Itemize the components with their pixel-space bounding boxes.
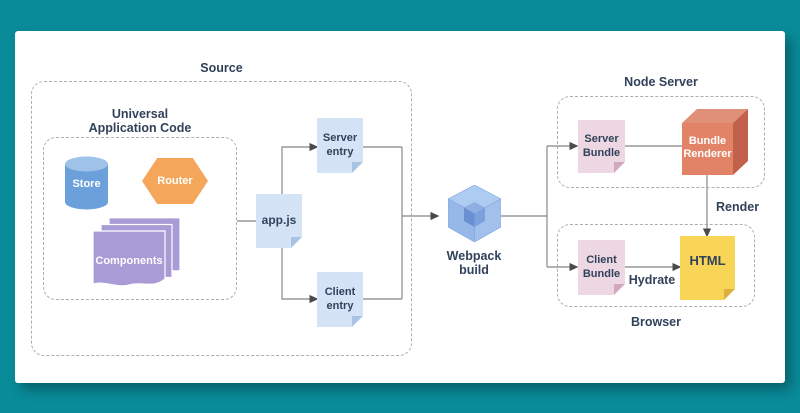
browser-group-box: [557, 224, 755, 307]
render-edge-label: Render: [716, 200, 760, 214]
hydrate-edge-label: Hydrate: [628, 273, 676, 287]
node-server-group-label: Node Server: [624, 75, 698, 89]
server-bundle-node: Server Bundle: [578, 120, 625, 173]
server-entry-label: Server entry: [322, 132, 358, 158]
universal-app-code-box: [43, 137, 237, 300]
universal-app-code-label: Universal Application Code: [88, 107, 192, 135]
node-server-group-box: [557, 96, 765, 188]
store-node: Store: [65, 156, 108, 210]
appjs-node: app.js: [256, 194, 302, 248]
bundle-renderer-node: Bundle Renderer: [682, 109, 748, 175]
components-stack-icon: [93, 217, 181, 287]
server-bundle-label: Server Bundle: [582, 133, 621, 159]
store-label: Store: [72, 178, 101, 190]
components-node: Components: [93, 217, 181, 287]
browser-group-label: Browser: [630, 315, 682, 329]
webpack-cube-icon: [448, 185, 501, 242]
router-node: Router: [142, 158, 208, 204]
html-node: HTML: [680, 236, 735, 300]
html-label: HTML: [689, 253, 726, 268]
client-bundle-node: Client Bundle: [578, 240, 625, 295]
webpack-node: [448, 185, 501, 242]
client-entry-node: Client entry: [317, 272, 363, 327]
source-group-box: [31, 81, 412, 356]
appjs-label: app.js: [261, 213, 297, 227]
server-entry-node: Server entry: [317, 118, 363, 173]
client-bundle-label: Client Bundle: [582, 254, 621, 280]
source-group-label: Source: [200, 61, 243, 75]
router-label: Router: [157, 175, 193, 187]
bundle-renderer-cube-icon: [682, 109, 748, 175]
store-cylinder-icon: [65, 156, 108, 210]
bundle-renderer-label: Bundle Renderer: [683, 135, 732, 160]
diagram-canvas: Source Universal Application Code Node S…: [15, 31, 785, 383]
components-label: Components: [95, 255, 163, 267]
client-entry-label: Client entry: [324, 286, 356, 312]
webpack-label: Webpack build: [446, 249, 502, 277]
